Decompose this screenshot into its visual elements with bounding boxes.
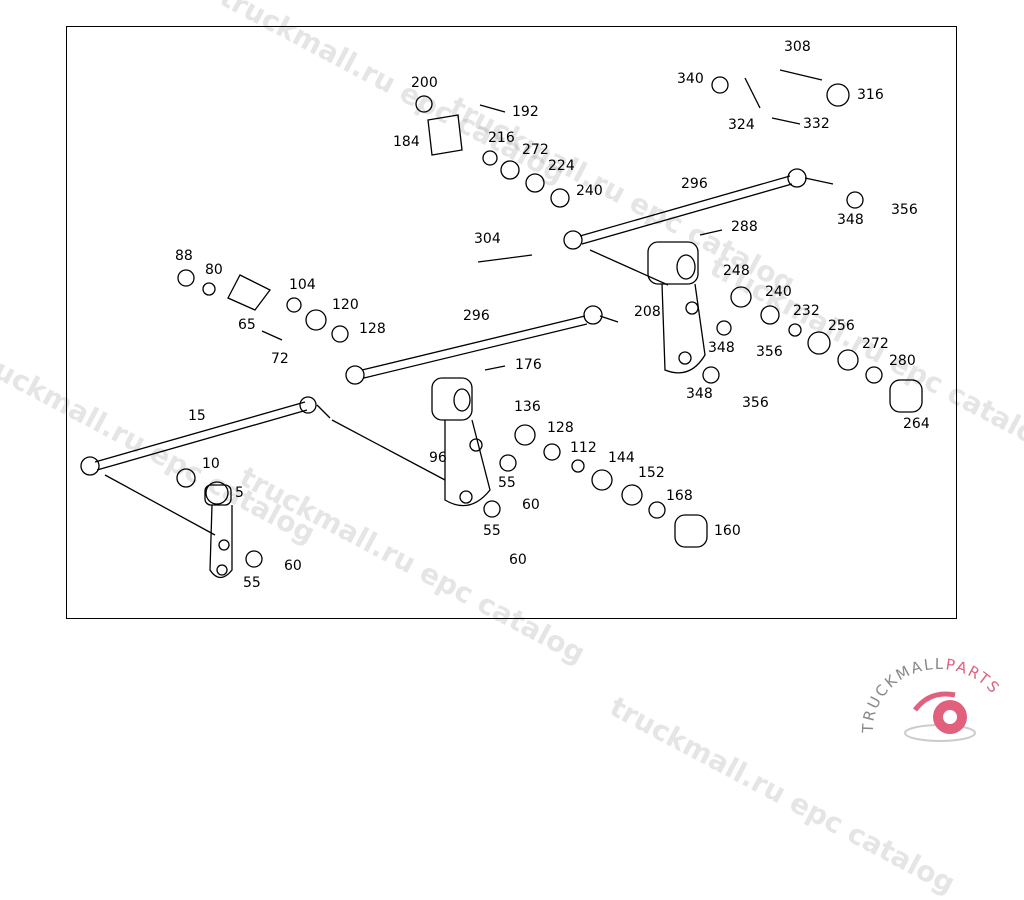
callout-label: 88 bbox=[175, 248, 193, 264]
callout-label: 112 bbox=[570, 440, 597, 456]
tie-rod-296-upper bbox=[563, 168, 834, 250]
callout-label: 192 bbox=[512, 104, 539, 120]
callout-label: 348 bbox=[708, 340, 735, 356]
callout-label: 296 bbox=[681, 176, 708, 192]
callout-label: 216 bbox=[488, 130, 515, 146]
callout-label: 10 bbox=[202, 456, 220, 472]
callout-label: 176 bbox=[515, 357, 542, 373]
small-parts bbox=[176, 69, 923, 568]
arm-5 bbox=[104, 474, 233, 579]
callout-label: 256 bbox=[828, 318, 855, 334]
callout-label: 348 bbox=[686, 386, 713, 402]
callout-label: 296 bbox=[463, 308, 490, 324]
callout-label: 308 bbox=[784, 39, 811, 55]
callout-label: 128 bbox=[547, 420, 574, 436]
callout-label: 72 bbox=[271, 351, 289, 367]
callout-label: 288 bbox=[731, 219, 758, 235]
callout-label: 304 bbox=[474, 231, 501, 247]
callout-label: 15 bbox=[188, 408, 206, 424]
callout-label: 152 bbox=[638, 465, 665, 481]
callout-label: 136 bbox=[514, 399, 541, 415]
callout-label: 240 bbox=[576, 183, 603, 199]
callout-label: 96 bbox=[429, 450, 447, 466]
callout-label: 356 bbox=[891, 202, 918, 218]
callout-label: 340 bbox=[677, 71, 704, 87]
callout-label: 5 bbox=[235, 485, 244, 501]
callout-label: 232 bbox=[793, 303, 820, 319]
callout-label: 65 bbox=[238, 317, 256, 333]
callout-label: 184 bbox=[393, 134, 420, 150]
callout-label: 168 bbox=[666, 488, 693, 504]
parts-diagram bbox=[80, 69, 923, 579]
callout-label: 55 bbox=[483, 523, 501, 539]
callout-label: 128 bbox=[359, 321, 386, 337]
callout-label: 208 bbox=[634, 304, 661, 320]
callout-label: 120 bbox=[332, 297, 359, 313]
callout-label: 55 bbox=[498, 475, 516, 491]
callout-label: 80 bbox=[205, 262, 223, 278]
truckmallparts-logo: TRUCKMALLPARTS bbox=[859, 655, 1004, 742]
callout-label: 60 bbox=[284, 558, 302, 574]
callout-label: 324 bbox=[728, 117, 755, 133]
callout-label: 55 bbox=[243, 575, 261, 591]
diagram-frame bbox=[66, 26, 957, 619]
callout-label: 316 bbox=[857, 87, 884, 103]
callout-label: 280 bbox=[889, 353, 916, 369]
callout-label: 356 bbox=[742, 395, 769, 411]
gear-icon bbox=[913, 691, 967, 734]
callout-label: 356 bbox=[756, 344, 783, 360]
callout-label: 60 bbox=[522, 497, 540, 513]
tie-rod-296-middle bbox=[345, 305, 619, 385]
callout-label: 264 bbox=[903, 416, 930, 432]
tie-rod-15 bbox=[80, 396, 331, 476]
callout-label: 160 bbox=[714, 523, 741, 539]
callout-label: 200 bbox=[411, 75, 438, 91]
callout-label: 348 bbox=[837, 212, 864, 228]
arm-208 bbox=[589, 241, 706, 374]
callout-label: 240 bbox=[765, 284, 792, 300]
callout-label: 60 bbox=[509, 552, 527, 568]
callout-label: 332 bbox=[803, 116, 830, 132]
callout-label: 104 bbox=[289, 277, 316, 293]
arm-96 bbox=[331, 377, 491, 507]
callout-label: 272 bbox=[522, 142, 549, 158]
callout-label: 272 bbox=[862, 336, 889, 352]
callout-label: 248 bbox=[723, 263, 750, 279]
callout-label: 224 bbox=[548, 158, 575, 174]
callout-label: 144 bbox=[608, 450, 635, 466]
logo-text-part2: PARTS bbox=[945, 655, 1004, 698]
